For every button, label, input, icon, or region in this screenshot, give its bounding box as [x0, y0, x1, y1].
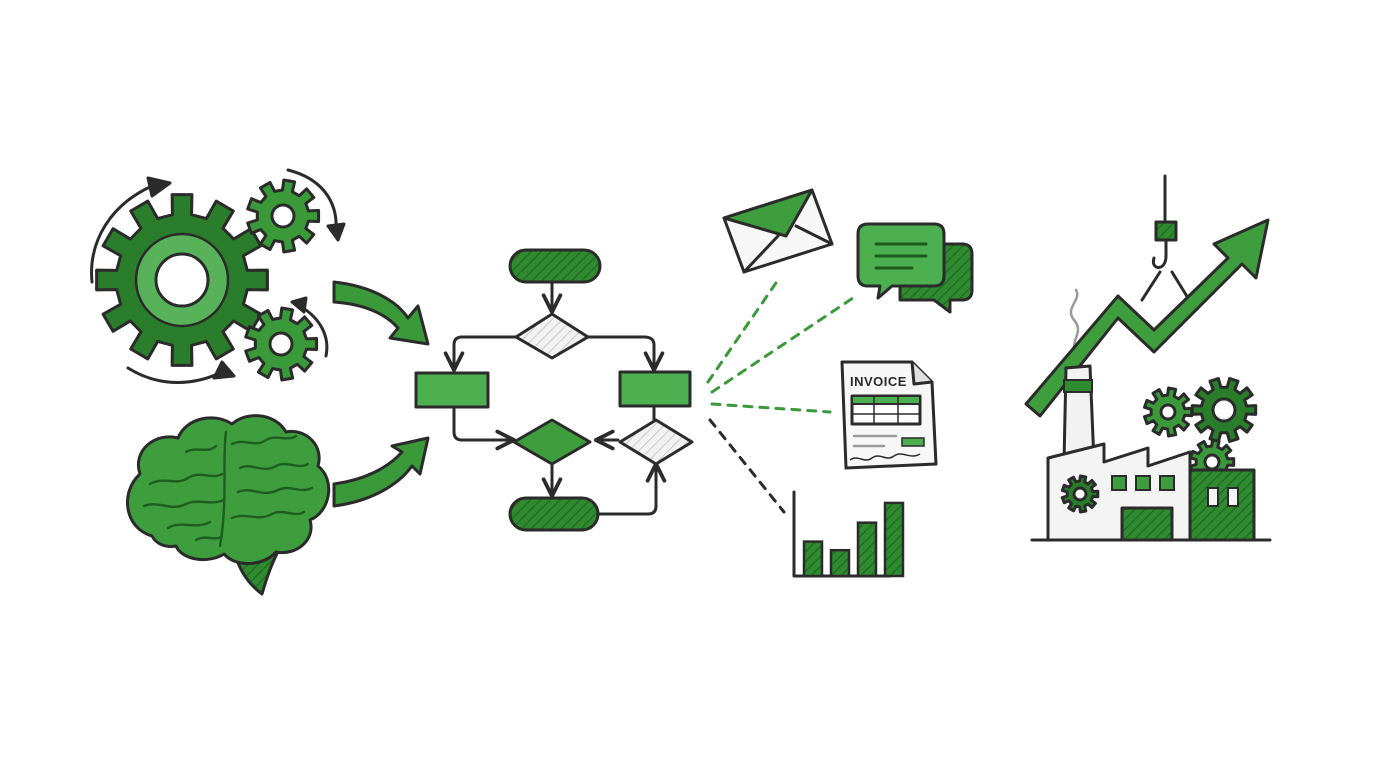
- curved-arrow-from-brain: [332, 436, 430, 508]
- connector-to-email: [706, 278, 780, 384]
- crane-hook-icon: [1140, 174, 1190, 302]
- connector-to-chat: [710, 294, 858, 394]
- chat-bubble-front: [856, 222, 946, 300]
- gear-hole: [1211, 397, 1237, 423]
- flowchart-decision-green: [512, 418, 592, 466]
- factory-icon: [1024, 174, 1272, 542]
- flowchart-end-terminal: [508, 496, 600, 532]
- small-gear-icon: [244, 306, 319, 382]
- chart-bar-2: [829, 548, 851, 578]
- connector-to-chart: [708, 418, 786, 514]
- input-arrows: [332, 280, 430, 508]
- gears-cycle-icon: [90, 168, 346, 384]
- flowchart-icon: [414, 248, 694, 532]
- flowchart-decision-top: [514, 312, 590, 360]
- gear-hole: [1072, 486, 1088, 502]
- bar-chart-icon: [792, 490, 905, 578]
- flowchart-decision-grey: [618, 418, 694, 466]
- factory-window: [1159, 475, 1175, 491]
- cycle-arc-top-right: [286, 168, 338, 232]
- flowchart-start-terminal: [508, 248, 602, 284]
- gear-hole: [1159, 403, 1177, 421]
- factory-window: [1207, 487, 1219, 507]
- flowchart-process-right: [618, 370, 692, 408]
- gear-hole: [1203, 453, 1221, 471]
- cycle-arrowhead: [146, 176, 172, 198]
- flowchart-process-left: [414, 371, 490, 409]
- gear-hole: [270, 203, 296, 229]
- factory-gear-icon: [1060, 474, 1100, 514]
- factory-annex: [1188, 468, 1256, 542]
- brain-folds: [142, 430, 314, 548]
- cycle-arrowhead: [212, 360, 236, 380]
- invoice-document-icon: INVOICE: [840, 360, 938, 470]
- factory-window: [1111, 475, 1127, 491]
- brain-body: [126, 414, 331, 566]
- envelope-icon: [722, 188, 834, 274]
- cycle-arrowhead: [290, 296, 308, 314]
- factory-window: [1227, 487, 1239, 507]
- chart-bar-4: [883, 501, 905, 578]
- curved-arrow-from-gears: [332, 280, 430, 346]
- chat-text-lines: [874, 242, 928, 270]
- chart-bar-1: [802, 540, 824, 578]
- small-gear-icon: [246, 178, 321, 254]
- growth-arrow-icon: [1024, 218, 1270, 418]
- large-gear-icon: [95, 193, 269, 367]
- connector-to-invoice: [710, 402, 832, 414]
- flowchart-connectors: [443, 280, 667, 516]
- gear-hole: [268, 331, 294, 357]
- cycle-arc-bottom: [126, 366, 228, 384]
- brain-icon: [126, 414, 331, 596]
- cycle-arrowhead: [326, 222, 346, 242]
- chart-bar-3: [856, 521, 878, 578]
- output-connectors: [706, 278, 858, 414]
- chat-bubbles-icon: [856, 222, 974, 314]
- smoke-icon: [1069, 288, 1080, 358]
- factory-gear-icon: [1143, 386, 1194, 438]
- gear-hole: [154, 252, 210, 308]
- factory-door: [1120, 506, 1174, 542]
- factory-gear-icon: [1190, 377, 1258, 443]
- cycle-arc-left: [90, 184, 154, 284]
- factory-window: [1135, 475, 1151, 491]
- invoice-heading: INVOICE: [850, 374, 907, 389]
